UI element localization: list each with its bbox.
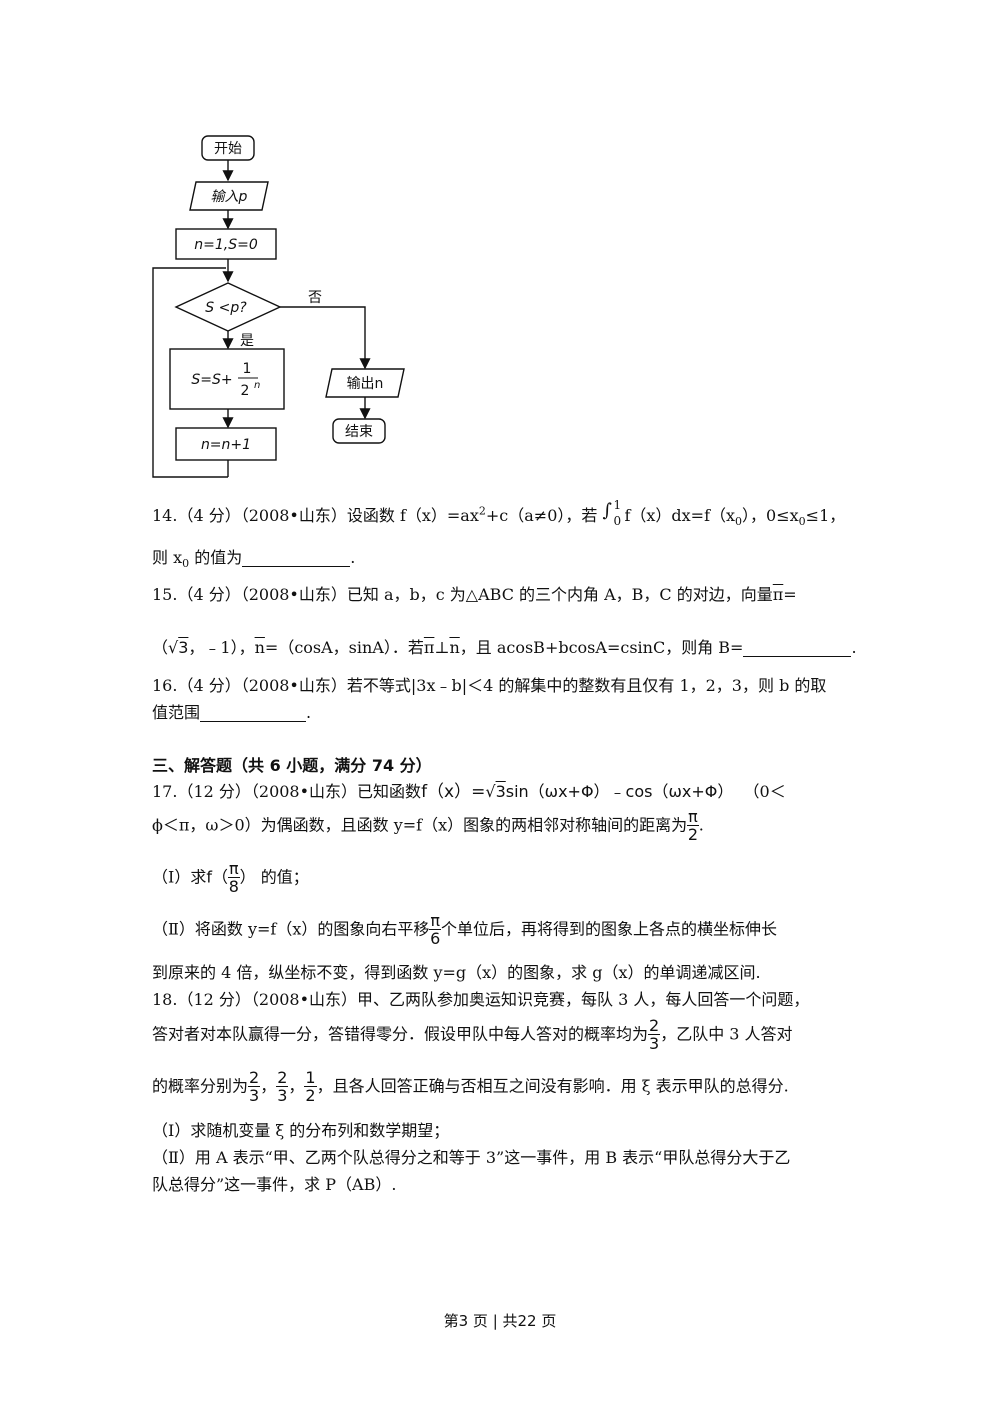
section-title: 三、解答题（共 6 小题，满分 74 分） [152, 756, 432, 775]
flowchart-update-label: S=S+ [191, 372, 232, 388]
flowchart-input-label: 输入p [211, 189, 248, 205]
flowchart-output-box [325, 368, 405, 398]
flowchart-end-label: 结束 [345, 424, 373, 440]
q16-line1: 16.（4 分）（2008•山东）若不等式|3x﹣b|＜4 的解集中的整数有且仅… [152, 676, 827, 695]
answer-blank[interactable] [743, 640, 852, 657]
flowchart-increment-label: n=n+1 [201, 437, 251, 453]
q14-line1: 14.（4 分）（2008•山东）设函数 f（x）=ax2+c（a≠0），若 ∫… [152, 498, 846, 529]
q18-part1: （Ⅰ）求随机变量 ξ 的分布列和数学期望； [152, 1121, 450, 1140]
flowchart-output-label: 输出n [347, 376, 384, 392]
q18-part2-line2: 队总得分”这一事件，求 P（AB）. [152, 1175, 397, 1194]
answer-blank[interactable] [200, 705, 307, 722]
flowchart-increment-box [175, 427, 277, 461]
q18-part2-line1: （Ⅱ）用 A 表示“甲、乙两个队总得分之和等于 3”这一事件，用 B 表示“甲队… [152, 1148, 791, 1167]
q17-part2-line2: 到原来的 4 倍，纵坐标不变，得到函数 y=g（x）的图象，求 g（x）的单调递… [152, 963, 761, 982]
flowchart-condition-label: S <p? [205, 300, 247, 316]
flowchart-update-exp: n [254, 380, 260, 391]
q14-line2: 则 x0 的值为. [152, 548, 356, 571]
answer-blank[interactable] [242, 550, 351, 567]
q18-line1: 18.（12 分）（2008•山东）甲、乙两队参加奥运知识竞赛，每队 3 人，每… [152, 990, 810, 1009]
flowchart-update-num: 1 [243, 361, 252, 377]
flowchart-no-label: 否 [308, 290, 322, 306]
q15-line1: 15.（4 分）（2008•山东）已知 a，b，c 为△ABC 的三个内角 A，… [152, 585, 797, 604]
flowchart-start-label: 开始 [214, 141, 242, 157]
q17-line1: 17.（12 分）（2008•山东）已知函数f（x）=√3sin（ωx+Φ）﹣c… [152, 782, 786, 802]
flowchart-update-den: 2 [241, 383, 250, 399]
flowchart-end-box [332, 418, 386, 444]
page-footer: 第3 页 | 共22 页 [443, 1312, 557, 1330]
flowchart-input-box [189, 181, 269, 211]
integral-sign: ∫ 1 0 [602, 498, 622, 528]
q15-line2: （√3，﹣1），n=（cosA，sinA）．若π⊥n，且 acosB+bcosA… [152, 638, 857, 657]
q16-line2: 值范围. [152, 703, 312, 722]
flowchart-init-label: n=1,S=0 [194, 237, 258, 253]
flowchart-yes-label: 是 [240, 333, 254, 349]
flowchart-update-box [169, 348, 285, 410]
flowchart-init-box [175, 228, 277, 260]
flowchart: 开始 输入p n=1,S=0 S <p? 否 是 S=S+ 1 2 n n=n+… [152, 135, 405, 478]
